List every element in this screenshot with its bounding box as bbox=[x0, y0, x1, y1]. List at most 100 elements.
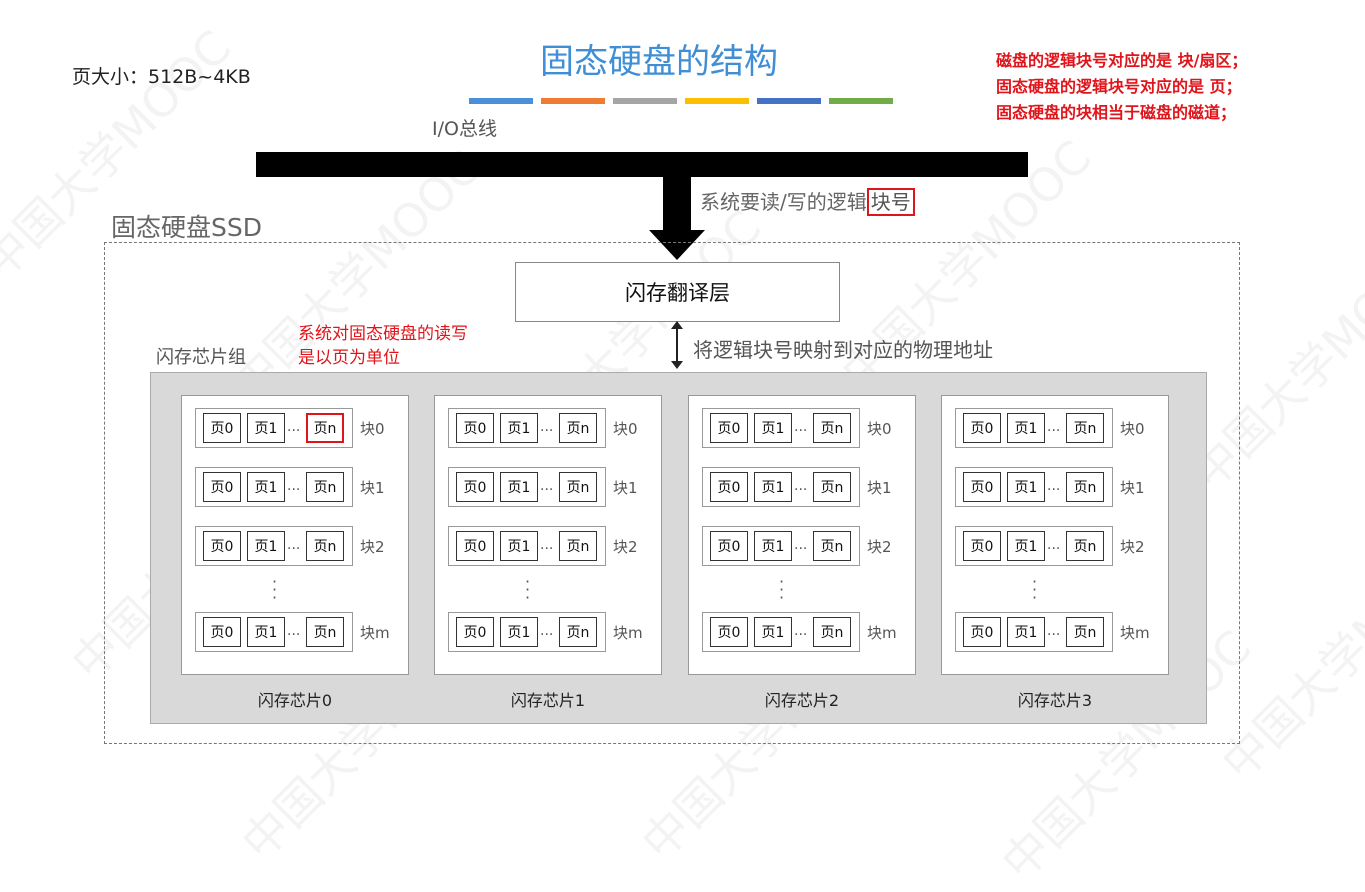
flash-page: 页1 bbox=[247, 531, 285, 561]
page-ellipsis: ... bbox=[540, 623, 554, 639]
block-vertical-ellipsis: ··· bbox=[1032, 572, 1038, 607]
block-label: 块2 bbox=[867, 538, 892, 556]
flash-page: 页1 bbox=[754, 617, 792, 647]
flash-page: 页1 bbox=[754, 472, 792, 502]
io-bus-label: I/O总线 bbox=[432, 118, 497, 140]
color-strip bbox=[469, 98, 893, 104]
request-label: 系统要读/写的逻辑块号 bbox=[700, 186, 915, 216]
page-ellipsis: ... bbox=[540, 478, 554, 494]
notes-panel: 磁盘的逻辑块号对应的是 块/扇区； 固态硬盘的逻辑块号对应的是 页； 固态硬盘的… bbox=[996, 48, 1247, 126]
block-label: 块m bbox=[1120, 624, 1150, 642]
flash-page: 页n bbox=[813, 531, 851, 561]
block-label: 块m bbox=[867, 624, 897, 642]
request-label-text: 系统要读/写的逻辑 bbox=[700, 190, 867, 214]
flash-page: 页1 bbox=[754, 413, 792, 443]
page-size-label: 页大小：512B~4KB bbox=[72, 66, 251, 88]
page-ellipsis: ... bbox=[794, 623, 808, 639]
block-label: 块0 bbox=[867, 420, 892, 438]
flash-page: 页1 bbox=[1007, 472, 1045, 502]
flash-page: 页1 bbox=[754, 531, 792, 561]
flash-chip-label: 闪存芯片0 bbox=[257, 691, 333, 710]
flash-chip-label: 闪存芯片2 bbox=[764, 691, 840, 710]
mapping-arrow bbox=[671, 321, 683, 369]
color-bar bbox=[541, 98, 605, 104]
note-line: 固态硬盘的块相当于磁盘的磁道； bbox=[996, 103, 1237, 122]
flash-page: 页0 bbox=[456, 531, 494, 561]
flash-page: 页n bbox=[813, 472, 851, 502]
flash-page: 页0 bbox=[710, 531, 748, 561]
block-label: 块1 bbox=[1120, 479, 1145, 497]
flash-page: 页n bbox=[1066, 617, 1104, 647]
flash-page: 页0 bbox=[710, 413, 748, 443]
color-bar bbox=[757, 98, 821, 104]
flash-translation-layer: 闪存翻译层 bbox=[515, 262, 840, 322]
flash-page: 页0 bbox=[203, 413, 241, 443]
block-label: 块1 bbox=[613, 479, 638, 497]
page-ellipsis: ... bbox=[287, 419, 301, 435]
flash-page: 页n bbox=[1066, 531, 1104, 561]
block-label: 块2 bbox=[360, 538, 385, 556]
page-ellipsis: ... bbox=[794, 419, 808, 435]
ftl-label: 闪存翻译层 bbox=[625, 281, 730, 305]
block-label: 块1 bbox=[360, 479, 385, 497]
flash-page: 页0 bbox=[710, 617, 748, 647]
ssd-label: 固态硬盘SSD bbox=[111, 213, 262, 242]
request-arrow-head bbox=[649, 230, 705, 260]
color-bar bbox=[469, 98, 533, 104]
flash-page: 页n bbox=[559, 531, 597, 561]
page-ellipsis: ... bbox=[1047, 623, 1061, 639]
flash-page: 页n bbox=[1066, 413, 1104, 443]
block-label: 块m bbox=[360, 624, 390, 642]
block-label: 块0 bbox=[613, 420, 638, 438]
block-number-highlight: 块号 bbox=[866, 188, 915, 216]
flash-page: 页1 bbox=[500, 617, 538, 647]
block-vertical-ellipsis: ··· bbox=[525, 572, 531, 607]
block-label: 块m bbox=[613, 624, 643, 642]
io-bus bbox=[256, 152, 1028, 177]
color-bar bbox=[829, 98, 893, 104]
flash-page: 页n bbox=[559, 413, 597, 443]
note-line: 固态硬盘的逻辑块号对应的是 页； bbox=[996, 77, 1242, 96]
flash-page: 页n bbox=[813, 413, 851, 443]
block-label: 块2 bbox=[1120, 538, 1145, 556]
flash-page: 页1 bbox=[500, 413, 538, 443]
flash-page: 页n bbox=[559, 617, 597, 647]
request-arrow-shaft bbox=[663, 152, 691, 232]
block-label: 块0 bbox=[1120, 420, 1145, 438]
block-label: 块2 bbox=[613, 538, 638, 556]
page-ellipsis: ... bbox=[540, 419, 554, 435]
page-ellipsis: ... bbox=[794, 537, 808, 553]
flash-page: 页1 bbox=[500, 531, 538, 561]
flash-page: 页1 bbox=[247, 472, 285, 502]
flash-page: 页1 bbox=[247, 413, 285, 443]
flash-page: 页n bbox=[1066, 472, 1104, 502]
flash-chip-label: 闪存芯片3 bbox=[1017, 691, 1093, 710]
color-bar bbox=[685, 98, 749, 104]
page-ellipsis: ... bbox=[1047, 478, 1061, 494]
flash-page: 页1 bbox=[247, 617, 285, 647]
color-bar bbox=[613, 98, 677, 104]
flash-page: 页n bbox=[306, 472, 344, 502]
flash-page: 页0 bbox=[456, 413, 494, 443]
ssd-boundary bbox=[104, 242, 1240, 744]
page-unit-note: 系统对固态硬盘的读写 是以页为单位 bbox=[298, 322, 468, 370]
flash-page: 页1 bbox=[1007, 617, 1045, 647]
flash-page: 页0 bbox=[963, 531, 1001, 561]
